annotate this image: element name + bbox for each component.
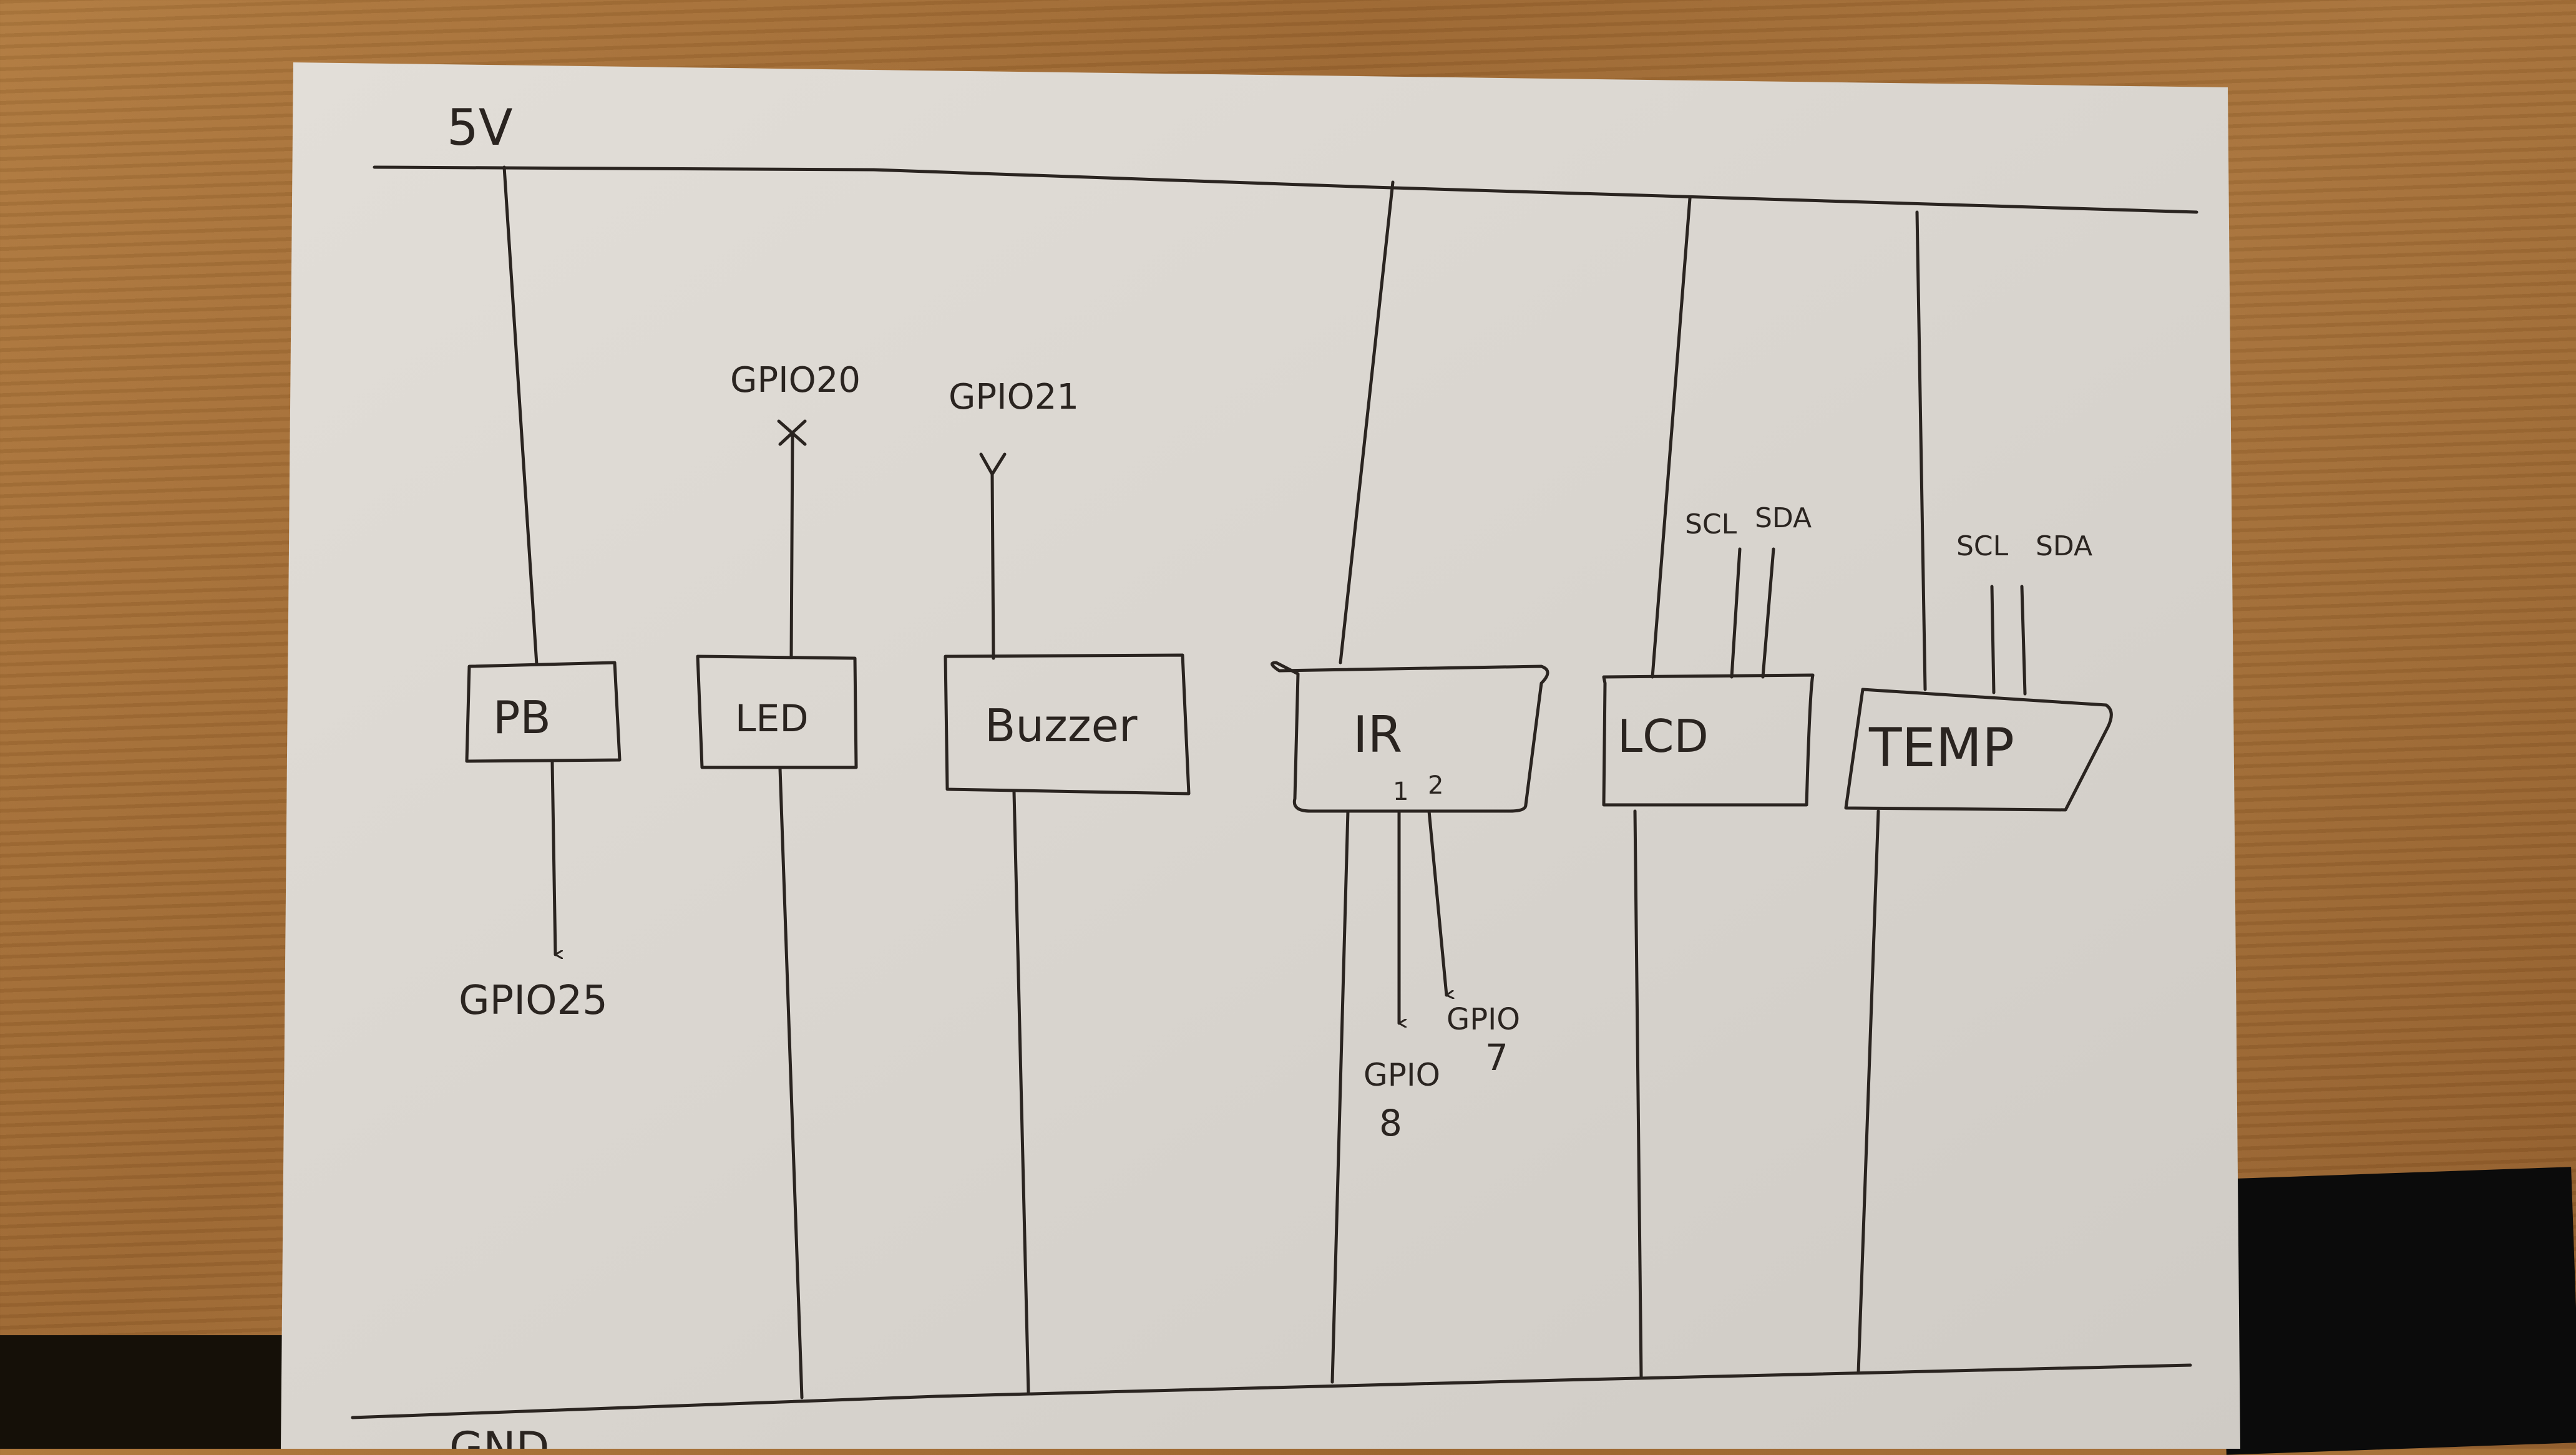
- rail-gnd-label: GND: [449, 1423, 550, 1449]
- rail-gnd-line: [351, 1363, 2192, 1419]
- ir-pin2-wire: [1427, 809, 1447, 995]
- led-gpio-cross-icon: [777, 419, 807, 446]
- temp-5v-wire: [1915, 210, 1927, 691]
- buzzer-gpio-wire: [990, 472, 995, 660]
- lcd-label: LCD: [1617, 710, 1709, 762]
- lcd-scl-wire: [1730, 547, 1742, 679]
- temp-gnd-wire: [1856, 809, 1880, 1375]
- ir-label: IR: [1353, 706, 1402, 764]
- lcd-sda-label: SDA: [1755, 502, 1812, 534]
- led-label: LED: [735, 697, 809, 741]
- temp-scl-label: SCL: [1956, 530, 2009, 562]
- lcd-sda-wire: [1761, 547, 1775, 679]
- paper-sheet: [281, 62, 2240, 1449]
- temp-sda-wire: [2020, 585, 2027, 696]
- pb-gpio-label: GPIO25: [459, 978, 608, 1024]
- buzzer-input-y-icon: [979, 452, 1007, 476]
- led-box: [696, 655, 858, 769]
- pb-output-wire: [550, 761, 555, 955]
- rail-5v-label: 5V: [447, 99, 513, 157]
- ir-5v-wire: [1339, 180, 1395, 664]
- rail-5v-line: [373, 165, 2198, 214]
- ir-pin2-label: 2: [1428, 771, 1443, 800]
- led-gpio-label: GPIO20: [730, 360, 861, 401]
- ir-pin1-gpio-number: 8: [1379, 1102, 1402, 1144]
- ir-pin1-gpio-label: GPIO: [1364, 1057, 1440, 1093]
- led-gpio-wire: [789, 432, 794, 658]
- buzzer-box: [944, 653, 1191, 796]
- buzzer-gnd-wire: [1012, 791, 1030, 1394]
- pb-label: PB: [493, 691, 551, 744]
- lcd-scl-label: SCL: [1685, 509, 1737, 540]
- pb-5v-wire: [502, 165, 539, 666]
- ir-box: [1271, 661, 1549, 813]
- temp-scl-wire: [1990, 585, 1996, 694]
- dark-shadow-left: [0, 1335, 324, 1449]
- ir-pin2-gpio-number: 7: [1485, 1036, 1508, 1079]
- buzzer-label: Buzzer: [985, 699, 1138, 752]
- pb-box: [465, 661, 622, 763]
- lcd-box: [1602, 673, 1815, 807]
- temp-box: [1844, 688, 2113, 812]
- ir-pin1-label: 1: [1393, 777, 1408, 806]
- lcd-gnd-wire: [1633, 809, 1643, 1380]
- lcd-5v-wire: [1651, 197, 1692, 679]
- buzzer-gpio-label: GPIO21: [949, 377, 1079, 417]
- led-gnd-wire: [778, 767, 804, 1399]
- ir-pin2-gpio-label: GPIO: [1447, 1002, 1520, 1037]
- temp-label: TEMP: [1868, 717, 2014, 779]
- temp-sda-label: SDA: [2036, 530, 2092, 562]
- ir-gnd-wire: [1330, 809, 1350, 1384]
